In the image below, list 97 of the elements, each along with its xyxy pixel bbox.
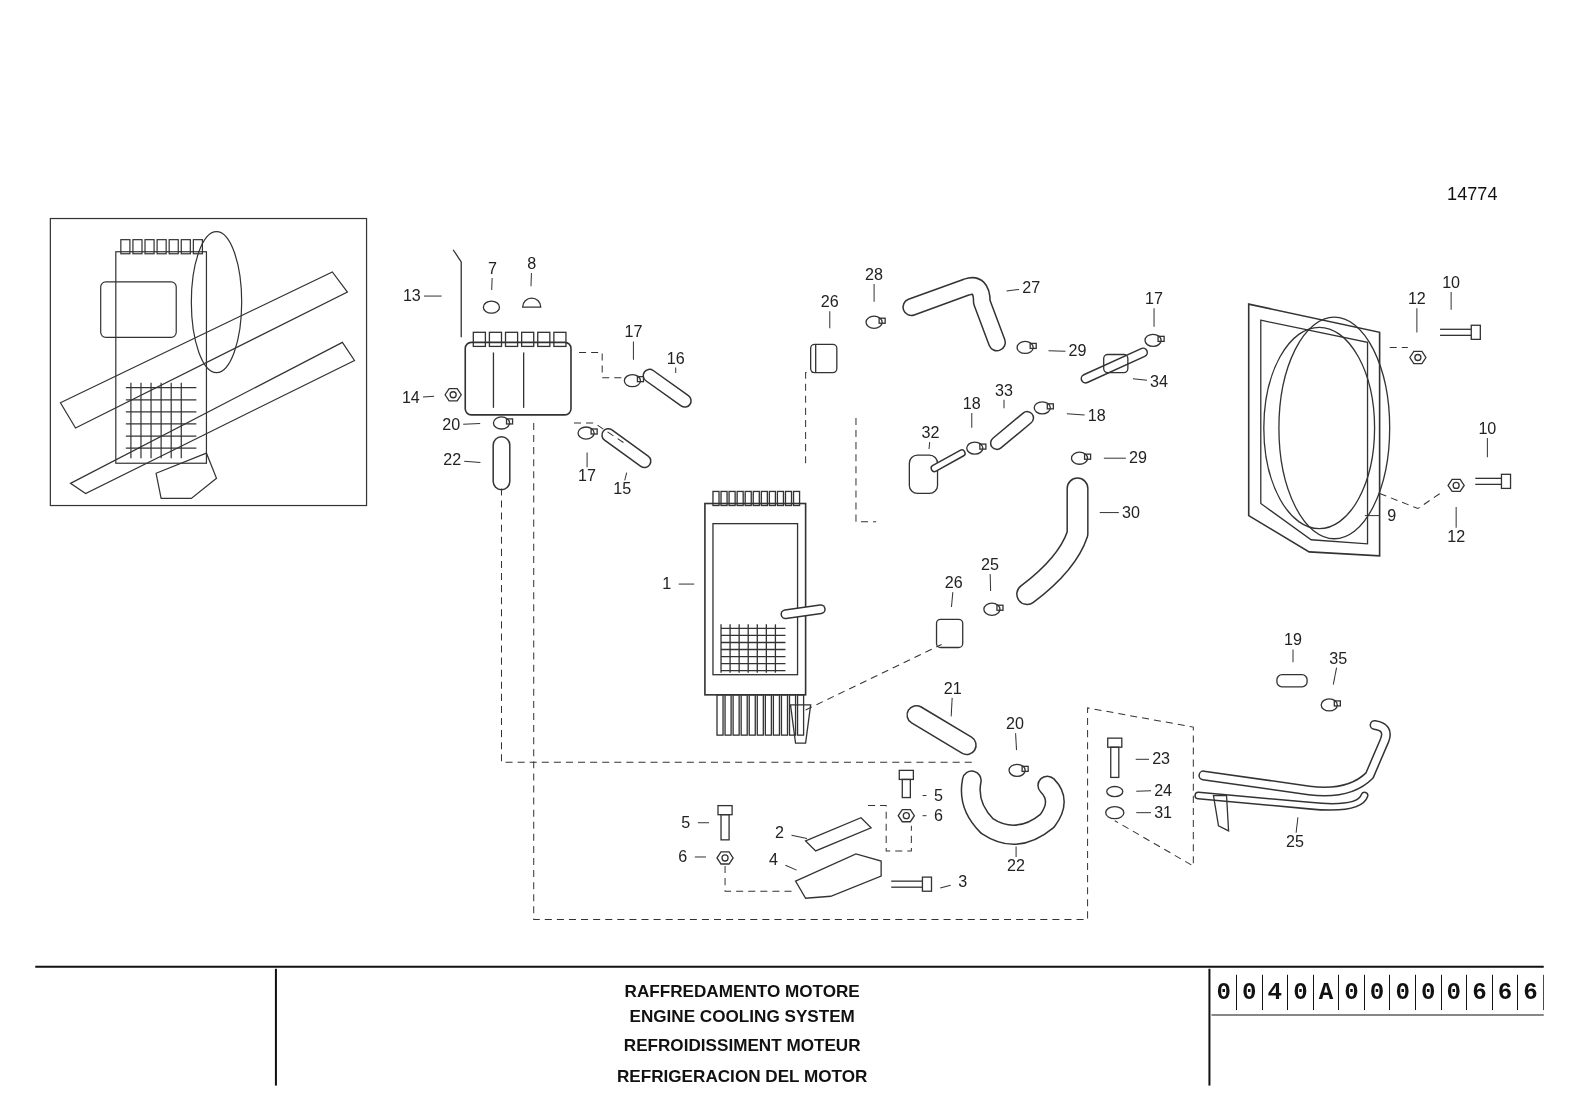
callout-number: 15 <box>610 480 635 499</box>
callout-number: 19 <box>1280 631 1306 650</box>
leader-line <box>678 583 695 585</box>
leader-line <box>632 340 634 361</box>
leader-line <box>791 834 808 840</box>
leader-line <box>1006 288 1020 292</box>
leader-line <box>422 395 435 398</box>
leader-line <box>1292 649 1294 663</box>
callout-number: 16 <box>663 349 688 368</box>
callout-number: 34 <box>1147 372 1172 391</box>
callout-number: 2 <box>767 823 792 842</box>
callout-number: 6 <box>926 806 951 825</box>
leader-line <box>423 295 443 297</box>
leader-line <box>1364 515 1381 517</box>
callout-number: 8 <box>519 254 544 273</box>
callout-number: 5 <box>673 813 698 832</box>
leader-line <box>784 864 798 871</box>
title: REFRIGERACION DEL MOTOR <box>616 1066 868 1087</box>
drawing-number: 14774 <box>1447 184 1498 206</box>
leader-line <box>1135 758 1150 760</box>
callout-number: 10 <box>1475 419 1500 439</box>
leader-line <box>530 272 532 287</box>
callout-number: 30 <box>1118 503 1143 522</box>
leader-line <box>1015 845 1017 858</box>
callout-number: 12 <box>1404 290 1429 309</box>
callout-number: 28 <box>862 265 887 284</box>
leader-line <box>491 277 493 291</box>
leader-line <box>950 697 953 717</box>
callout-number: 14 <box>398 388 423 407</box>
leader-line <box>922 795 927 797</box>
title: ENGINE COOLING SYSTEM <box>629 1007 855 1028</box>
callout-number: 10 <box>1439 273 1464 293</box>
leader-line <box>1135 790 1152 792</box>
leader-line <box>989 573 992 592</box>
leader-line <box>462 423 481 425</box>
callout-number: 27 <box>1019 278 1044 298</box>
callout-number: 33 <box>991 381 1017 400</box>
callout-number: 31 <box>1151 803 1176 822</box>
callout-number: 32 <box>918 423 943 443</box>
callout-number: 17 <box>1141 290 1167 309</box>
leader-line <box>1066 413 1086 416</box>
callout-number: 35 <box>1326 649 1351 668</box>
leader-line <box>697 822 710 824</box>
leader-line <box>1455 506 1457 529</box>
callout-number: 22 <box>440 451 465 470</box>
callout-number: 25 <box>1282 832 1308 851</box>
callout-number: 6 <box>670 847 695 867</box>
callout-number: 1 <box>654 575 679 594</box>
callout-number: 23 <box>1149 750 1174 769</box>
leader-line <box>1048 350 1066 352</box>
callout-number: 17 <box>621 323 646 342</box>
callout-number: 9 <box>1379 506 1404 525</box>
leader-line <box>829 310 831 329</box>
leader-line <box>950 591 954 608</box>
leader-line <box>1486 437 1488 458</box>
callout-number: 5 <box>926 786 951 805</box>
callout-number: 26 <box>941 574 966 593</box>
leader-line <box>971 412 973 429</box>
leader-line <box>624 472 628 481</box>
leader-line <box>1416 307 1418 333</box>
callout-number: 17 <box>575 467 600 486</box>
callout-number: 25 <box>977 555 1002 574</box>
callout-number: 20 <box>1003 715 1028 734</box>
leader-line <box>1003 399 1005 409</box>
callout-number: 12 <box>1444 527 1469 546</box>
leader-line <box>1153 307 1155 328</box>
callout-number: 18 <box>1084 406 1109 425</box>
callout-number: 29 <box>1125 449 1150 468</box>
callout-number: 7 <box>480 259 505 278</box>
leader-line <box>1332 667 1338 686</box>
callout-number: 29 <box>1065 342 1090 361</box>
callout-number: 26 <box>817 293 842 312</box>
callout-number: 21 <box>940 679 965 698</box>
leader-line <box>1099 512 1120 514</box>
leader-line <box>1103 457 1127 459</box>
leader-line <box>873 283 875 303</box>
callout-number: 22 <box>1004 856 1029 876</box>
callout-number: 3 <box>950 873 975 892</box>
leader-line <box>922 815 927 817</box>
callout-number: 13 <box>399 287 424 306</box>
leader-line <box>675 367 677 374</box>
callout-number: 4 <box>761 850 786 870</box>
leader-line <box>1015 732 1018 751</box>
leader-line <box>1450 291 1452 311</box>
leader-line <box>586 451 588 468</box>
leader-line <box>463 460 481 463</box>
leader-line <box>928 441 931 450</box>
leader-line <box>939 884 952 889</box>
title: RAFFREDAMENTO MOTORE <box>624 981 860 1002</box>
leader-line <box>694 856 707 858</box>
callout-number: 18 <box>959 394 984 413</box>
callout-number: 24 <box>1151 781 1176 800</box>
callout-number: 20 <box>439 415 464 435</box>
leader-line <box>1295 816 1299 834</box>
title: REFROIDISSIMENT MOTEUR <box>623 1036 861 1057</box>
leader-line <box>1135 812 1152 814</box>
leader-line <box>1132 378 1148 381</box>
